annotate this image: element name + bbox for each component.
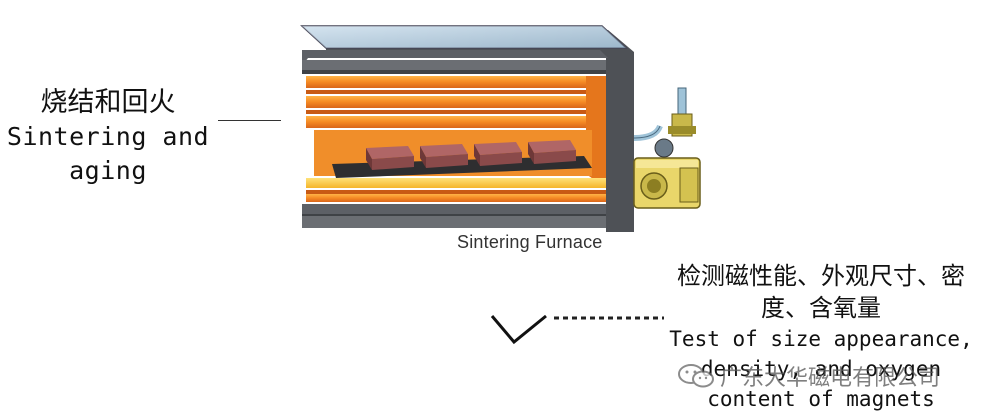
inspection-title-chinese-line2: 度、含氧量: [761, 294, 881, 322]
step-title-english-line1: Sintering and: [6, 122, 210, 151]
inspection-step-label: 检测磁性能、外观尺寸、密 度、含氧量 Test of size appearan…: [656, 260, 986, 414]
furnace-bottom-plate: [302, 204, 606, 214]
furnace-top-band: [302, 50, 608, 66]
watermark: 广东大华磁电有限公司: [676, 360, 940, 392]
leader-line: [218, 120, 281, 121]
heating-element: [306, 116, 606, 128]
inspection-title-english-line3: content of magnets: [707, 387, 935, 411]
furnace-caption: Sintering Furnace: [457, 232, 603, 252]
vacuum-pump: [633, 87, 701, 209]
furnace-top-plate: [302, 60, 606, 72]
check-arrow-icon: [490, 314, 664, 345]
furnace-tray: [332, 156, 592, 178]
watermark-text: 广东大华磁电有限公司: [720, 366, 941, 391]
inspection-title-english-line2: density, and oxygen: [700, 357, 942, 381]
process-step-label: 烧结和回火 Sintering and aging: [0, 86, 216, 188]
inspection-title-chinese-line1: 检测磁性能、外观尺寸、密: [677, 262, 965, 290]
sintering-furnace-illustration: [300, 25, 701, 232]
step-title-chinese: 烧结和回火: [40, 87, 176, 118]
magnet-blocks: [366, 140, 576, 170]
step-title-english-line2: aging: [69, 156, 147, 185]
wechat-icon: [678, 364, 714, 388]
heating-element: [306, 76, 606, 88]
heating-element: [306, 178, 606, 188]
heating-element: [306, 96, 606, 108]
inspection-title-english-line1: Test of size appearance,: [669, 327, 973, 351]
